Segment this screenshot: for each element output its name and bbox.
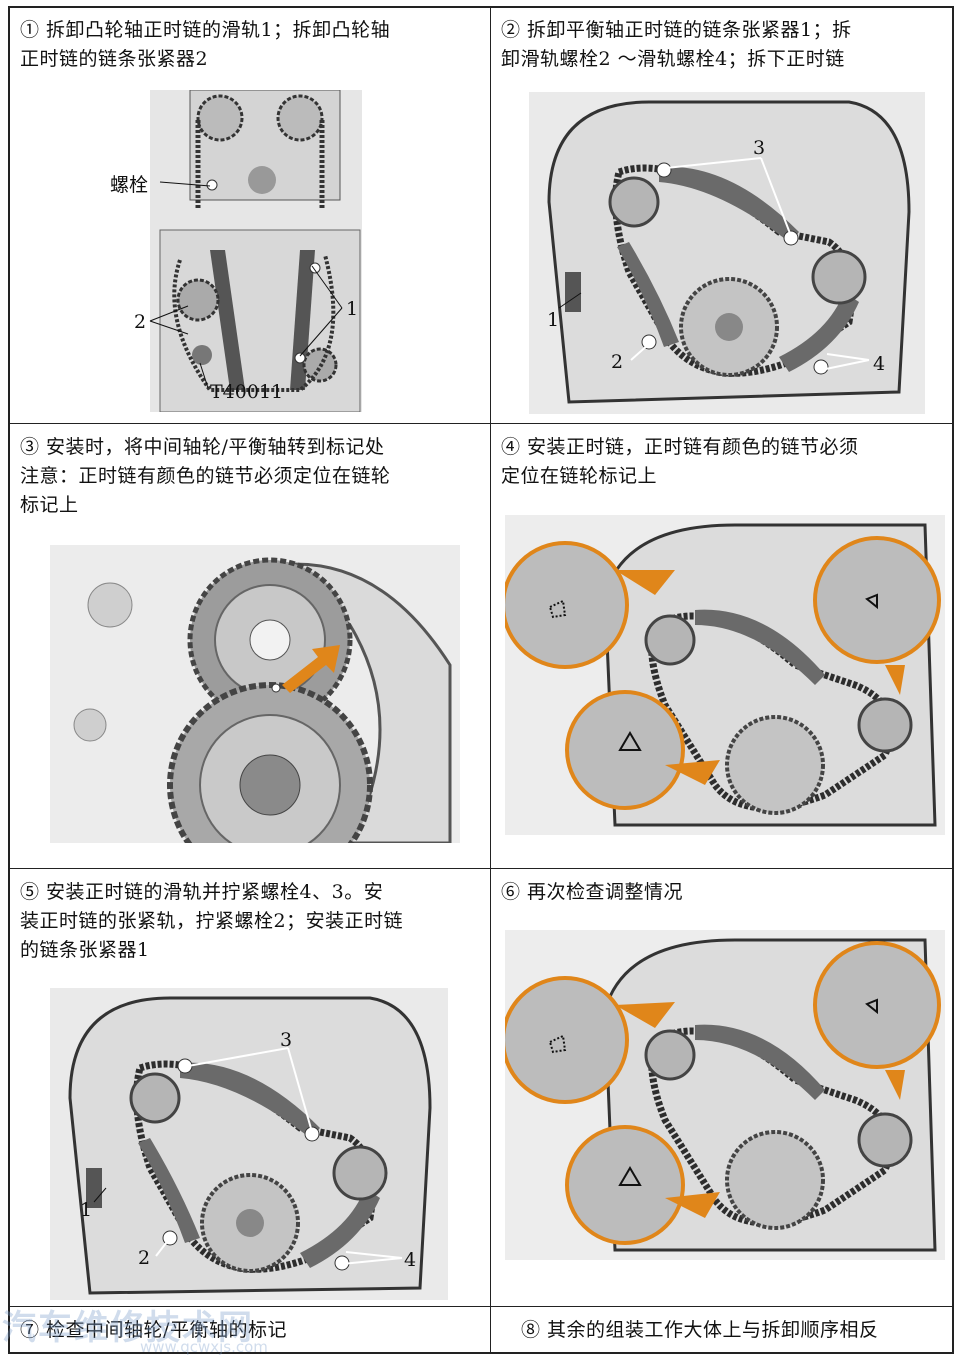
step-5-figure xyxy=(50,988,448,1300)
camshaft-chain-illustration xyxy=(150,90,362,412)
balance-shaft-chain-illustration xyxy=(529,92,925,414)
column-divider xyxy=(490,8,491,1352)
label-2: 2 xyxy=(134,311,146,333)
step-7-cell: ⑦ 检查中间轴轮/平衡轴的标记 xyxy=(10,1308,490,1354)
step-2-caption: ② 拆卸平衡轴正时链的链条张紧器1；拆 卸滑轨螺栓2 ～滑轨螺栓4；拆下正时链 xyxy=(501,19,852,70)
step-3-cell: ③ 安装时，将中间轴轮/平衡轴转到标记处 注意：正时链有颜色的链节必须定位在链轮… xyxy=(10,425,490,868)
intermediate-shaft-gear-illustration xyxy=(50,545,460,843)
step-1-figure xyxy=(150,90,362,412)
step-4-caption: ④ 安装正时链，正时链有颜色的链节必须 定位在链轮标记上 xyxy=(501,436,859,487)
site-watermark: 汽车维修技术网 www.qcwxjs.com xyxy=(0,1300,300,1362)
row-divider xyxy=(10,868,952,869)
step-2-figure xyxy=(529,92,925,414)
step-1-caption: ① 拆卸凸轮轴正时链的滑轨1；拆卸凸轮轴 正时链的链条张紧器2 xyxy=(20,19,391,70)
chain-installation-illustration xyxy=(50,988,448,1300)
watermark-name: 汽车维修技术网 xyxy=(2,1308,254,1348)
row-divider xyxy=(10,423,952,424)
label-bolt: 螺栓 xyxy=(110,174,148,196)
step-5-cell: ⑤ 安装正时链的滑轨并拧紧螺栓4、3。安 装正时链的张紧轨，拧紧螺栓2；安装正时… xyxy=(10,870,490,1306)
step-8-caption: ⑧ 其余的组装工作大体上与拆卸顺序相反 xyxy=(521,1319,879,1341)
step-7-caption: ⑦ 检查中间轴轮/平衡轴的标记 xyxy=(20,1319,287,1341)
step-6-figure xyxy=(505,930,945,1260)
step-3-figure xyxy=(50,545,460,843)
step-1-cell: ① 拆卸凸轮轴正时链的滑轨1；拆卸凸轮轴 正时链的链条张紧器2 xyxy=(10,8,490,423)
step-5-caption: ⑤ 安装正时链的滑轨并拧紧螺栓4、3。安 装正时链的张紧轨，拧紧螺栓2；安装正时… xyxy=(20,881,404,961)
step-4-cell: ④ 安装正时链，正时链有颜色的链节必须 定位在链轮标记上 xyxy=(491,425,954,868)
step-2-cell: ② 拆卸平衡轴正时链的链条张紧器1；拆 卸滑轨螺栓2 ～滑轨螺栓4；拆下正时链 xyxy=(491,8,954,423)
step-6-caption: ⑥ 再次检查调整情况 xyxy=(501,881,684,903)
step-table: ① 拆卸凸轮轴正时链的滑轨1；拆卸凸轮轴 正时链的链条张紧器2 xyxy=(8,6,954,1354)
row-divider xyxy=(10,1306,952,1307)
step-4-figure xyxy=(505,515,945,835)
adjustment-check-illustration xyxy=(505,930,945,1260)
step-8-cell: ⑧ 其余的组装工作大体上与拆卸顺序相反 xyxy=(491,1308,954,1354)
watermark-url: www.qcwxjs.com xyxy=(140,1338,268,1356)
chain-mark-alignment-illustration xyxy=(505,515,945,835)
marker-arrow xyxy=(282,645,340,693)
step-3-caption: ③ 安装时，将中间轴轮/平衡轴转到标记处 注意：正时链有颜色的链节必须定位在链轮… xyxy=(20,436,391,516)
step-6-cell: ⑥ 再次检查调整情况 xyxy=(491,870,954,1306)
